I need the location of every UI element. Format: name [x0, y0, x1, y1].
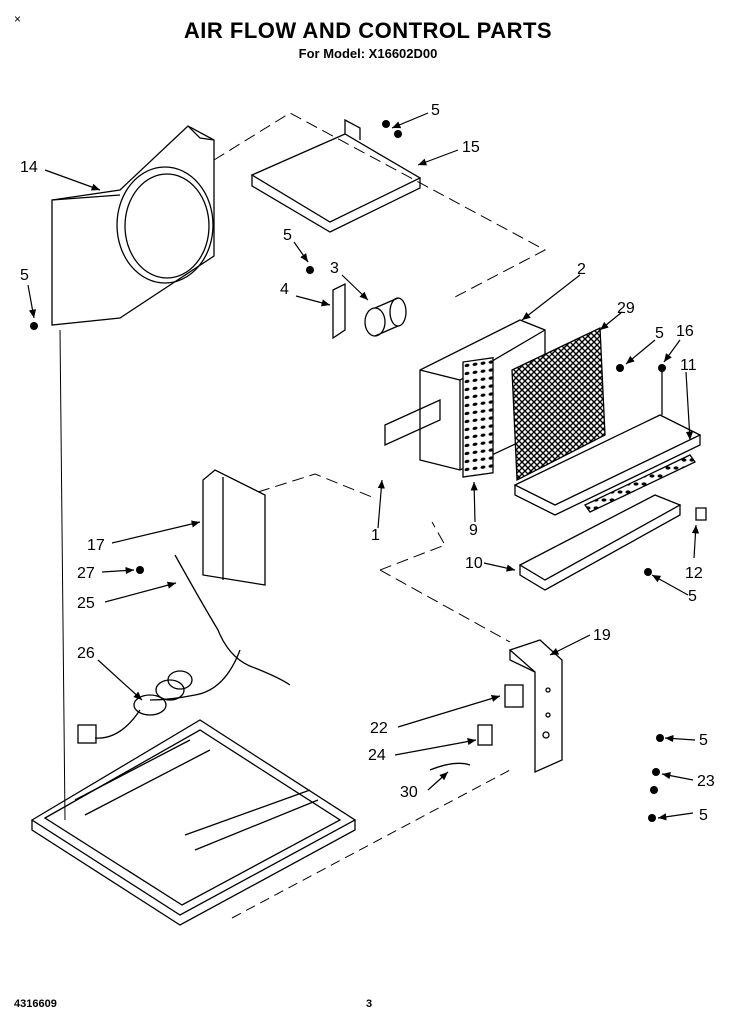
- callout-label: 14: [20, 159, 38, 176]
- callout-label: 30: [400, 784, 418, 801]
- callout-label: 5: [20, 267, 29, 284]
- callout-label: 29: [617, 300, 635, 317]
- screw-icon: [30, 322, 38, 330]
- part-number: 4316609: [14, 998, 57, 1010]
- clip-part: [695, 507, 707, 521]
- strap-part: [332, 282, 346, 340]
- callout-label: 16: [676, 323, 694, 340]
- callout-label: 25: [77, 595, 95, 612]
- callout-label: 23: [697, 773, 715, 790]
- callout-label: 19: [593, 627, 611, 644]
- callout-label: 5: [283, 227, 292, 244]
- callout-label: 26: [77, 645, 95, 662]
- callout-label: 12: [685, 565, 703, 582]
- control-bracket-part: [202, 469, 266, 586]
- callout-label: 5: [431, 102, 440, 119]
- filter-part: [462, 357, 494, 478]
- callout-label: 4: [280, 281, 289, 298]
- callout-label: 27: [77, 565, 95, 582]
- screw-icon: [136, 566, 144, 574]
- switch-part: [504, 684, 524, 708]
- callout-label: 5: [655, 325, 664, 342]
- screw-icon: [394, 130, 402, 138]
- screw-icon: [306, 266, 314, 274]
- page-number: 3: [366, 998, 373, 1010]
- screw-icon: [644, 568, 652, 576]
- tray-part: [513, 414, 702, 591]
- grille-part: [511, 326, 606, 482]
- capacitor-part: [364, 297, 407, 337]
- callout-label: 24: [368, 747, 386, 764]
- screw-icon: [648, 814, 656, 822]
- callout-label: 5: [699, 732, 708, 749]
- callout-label: 2: [577, 261, 586, 278]
- callout-label: 10: [465, 555, 483, 572]
- callout-label: 11: [680, 357, 697, 374]
- wire-part: [429, 762, 471, 771]
- callout-label: 9: [469, 522, 478, 539]
- callout-label: 17: [87, 537, 105, 554]
- callout-label: 3: [330, 260, 339, 277]
- diagram-title: AIR FLOW AND CONTROL PARTS: [183, 18, 553, 43]
- switch-small-part: [477, 724, 493, 746]
- base-pan-part: [30, 719, 357, 926]
- screw-icon: [658, 364, 666, 372]
- screw-icon: [382, 120, 390, 128]
- screw-icon: [652, 768, 660, 776]
- callout-label: 5: [699, 807, 708, 824]
- callout-label: 22: [370, 720, 388, 737]
- screw-icon: [650, 786, 658, 794]
- control-plate-part: [508, 639, 563, 774]
- screw-icon: [656, 734, 664, 742]
- corner-mark: ×: [14, 12, 22, 26]
- callout-label: 5: [688, 588, 697, 605]
- top-bracket-part: [250, 118, 422, 233]
- power-cord-part: [77, 554, 291, 744]
- model-subtitle: For Model: X16602D00: [298, 46, 438, 61]
- callout-label: 15: [462, 139, 480, 156]
- shroud-part: [51, 125, 215, 326]
- screw-icon: [616, 364, 624, 372]
- callout-label: 1: [371, 527, 380, 544]
